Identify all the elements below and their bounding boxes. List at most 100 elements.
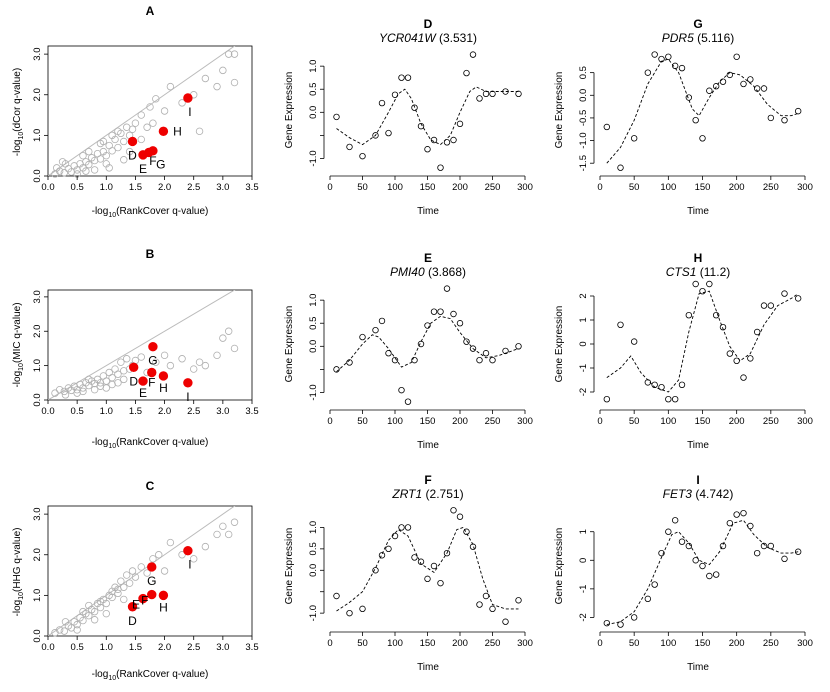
data-point bbox=[424, 146, 431, 153]
x-tick-label: 250 bbox=[485, 182, 501, 193]
y-tick-label: 1.0 bbox=[308, 60, 319, 73]
gene-name: CTS1 bbox=[666, 265, 697, 279]
x-tick-label: 100 bbox=[660, 638, 676, 649]
x-tick-label: 3.5 bbox=[245, 406, 258, 417]
background-point bbox=[143, 569, 151, 577]
data-point bbox=[719, 542, 727, 550]
data-point bbox=[424, 322, 431, 329]
background-point bbox=[166, 82, 175, 91]
background-point bbox=[79, 607, 87, 616]
data-point bbox=[476, 601, 483, 608]
data-point bbox=[430, 308, 438, 315]
data-point bbox=[658, 549, 665, 557]
background-point bbox=[120, 137, 128, 146]
background-point bbox=[160, 107, 169, 115]
highlight-label-d: D bbox=[129, 374, 138, 388]
background-point bbox=[90, 607, 99, 616]
x-tick-label: 300 bbox=[517, 416, 533, 427]
background-point bbox=[90, 156, 99, 165]
fitted-curve bbox=[336, 86, 519, 146]
y-tick-label: 1 bbox=[578, 529, 589, 534]
panel-letter: H bbox=[694, 251, 703, 265]
data-point bbox=[712, 83, 720, 90]
highlight-label-f: F bbox=[141, 594, 148, 608]
y-tick-label: -1 bbox=[578, 585, 589, 593]
background-point bbox=[55, 626, 64, 634]
data-point bbox=[671, 62, 679, 70]
background-point bbox=[201, 74, 210, 83]
plot-frame bbox=[47, 45, 253, 177]
y-tick-label: 0.0 bbox=[308, 106, 319, 119]
y-tick-label: 1 bbox=[578, 317, 589, 322]
data-point bbox=[781, 290, 788, 297]
data-point bbox=[658, 55, 665, 63]
data-point bbox=[617, 621, 624, 628]
fitted-curve bbox=[336, 315, 519, 373]
x-tick-label: 1.0 bbox=[100, 642, 113, 653]
data-point bbox=[685, 312, 693, 319]
panel-letter: I bbox=[696, 473, 699, 487]
data-point bbox=[651, 381, 658, 388]
x-tick-label: 200 bbox=[452, 638, 468, 649]
data-point bbox=[346, 143, 353, 151]
data-point bbox=[699, 562, 706, 570]
gene-score-value: (5.116) bbox=[697, 31, 734, 45]
highlight-label-g: G bbox=[147, 574, 156, 588]
highlight-point-f bbox=[147, 367, 157, 378]
background-point bbox=[120, 156, 128, 164]
panel-letter: C bbox=[146, 479, 155, 493]
background-point bbox=[108, 131, 116, 140]
x-tick-label: 2.5 bbox=[187, 182, 200, 193]
background-point bbox=[102, 609, 110, 618]
y-tick-label: 0.5 bbox=[308, 83, 319, 96]
data-point bbox=[411, 554, 418, 561]
data-point bbox=[767, 542, 775, 550]
y-tick-label: 0.0 bbox=[32, 629, 43, 642]
data-point bbox=[706, 572, 713, 580]
highlight-point-d bbox=[128, 362, 139, 373]
data-point bbox=[398, 74, 405, 81]
x-tick-label: 150 bbox=[695, 416, 711, 427]
data-point bbox=[404, 398, 412, 405]
panel-letter: A bbox=[146, 4, 155, 18]
x-tick-label: 150 bbox=[695, 638, 711, 649]
background-point bbox=[155, 551, 163, 559]
y-tick-label: 1.0 bbox=[32, 589, 43, 602]
x-tick-label: 3.5 bbox=[245, 182, 258, 193]
y-axis-label: -log10(dCor q-value) bbox=[12, 68, 25, 156]
x-axis-label-main: -log bbox=[92, 669, 109, 680]
data-point bbox=[359, 333, 366, 341]
y-tick-label: 0.0 bbox=[308, 340, 319, 353]
y-axis-label-rest: (HHG q-value) bbox=[12, 528, 23, 592]
data-point bbox=[482, 592, 490, 600]
y-tick-label: 1.0 bbox=[308, 521, 319, 534]
data-point bbox=[333, 366, 340, 373]
background-point bbox=[201, 361, 210, 370]
panel-letter: G bbox=[693, 17, 702, 31]
y-axis-label-subscript: 10 bbox=[18, 132, 25, 140]
data-point bbox=[450, 136, 457, 144]
background-point bbox=[114, 370, 122, 378]
y-tick-label: -1.0 bbox=[578, 132, 589, 148]
y-tick-label: 0.5 bbox=[578, 66, 589, 79]
background-point bbox=[85, 160, 93, 169]
background-point bbox=[61, 391, 70, 399]
data-point bbox=[489, 356, 496, 364]
background-point bbox=[73, 620, 81, 629]
highlight-label-f: F bbox=[148, 376, 155, 390]
data-point bbox=[359, 605, 366, 613]
y-axis-label: Gene Expression bbox=[284, 72, 295, 149]
data-point bbox=[671, 396, 679, 403]
x-tick-label: 300 bbox=[517, 638, 533, 649]
data-point bbox=[398, 386, 405, 394]
data-point bbox=[502, 88, 509, 95]
highlight-label-e: E bbox=[139, 386, 147, 400]
y-tick-label: 0.5 bbox=[308, 317, 319, 330]
data-point bbox=[603, 123, 611, 131]
background-point bbox=[73, 389, 81, 397]
data-point bbox=[685, 542, 693, 550]
gene-title: YCR041W (3.531) bbox=[379, 31, 477, 45]
